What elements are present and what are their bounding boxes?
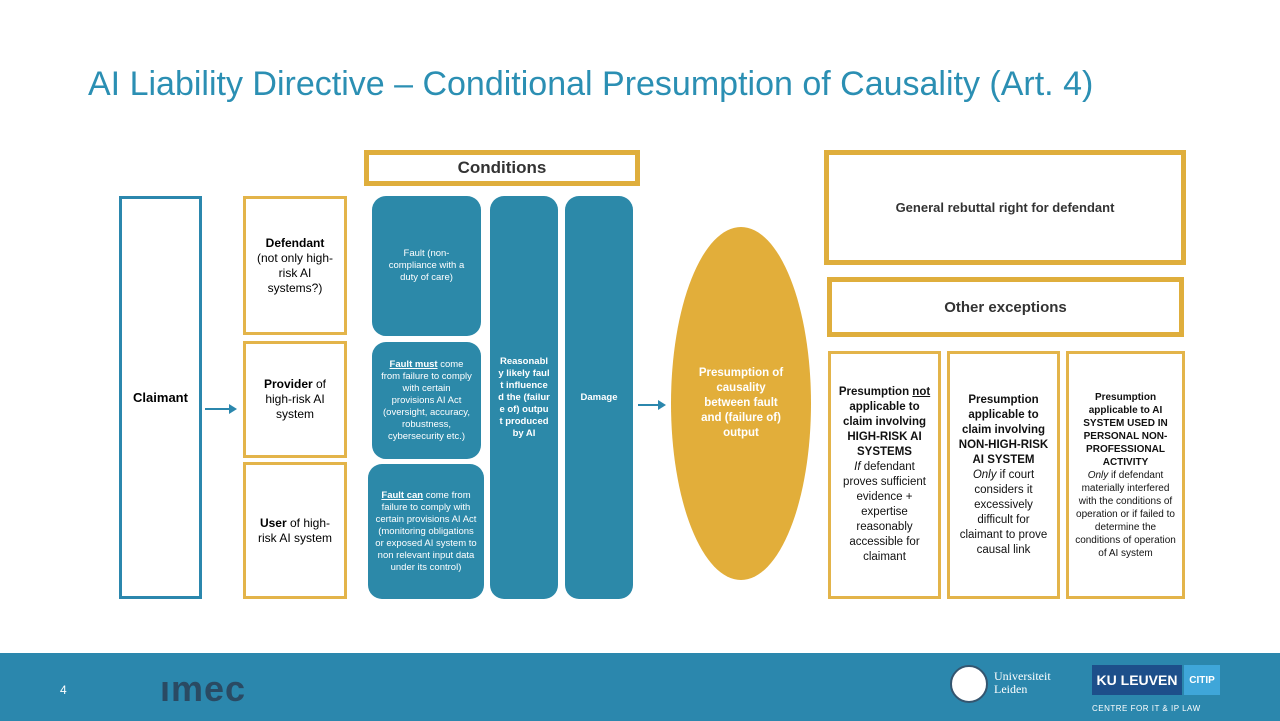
exception-3-head: Presumption applicable to AI SYSTEM USED…	[1083, 391, 1168, 468]
footer-bar	[0, 653, 1280, 721]
conditions-header-label: Conditions	[457, 158, 547, 177]
claimant-label: Claimant	[133, 390, 188, 405]
rebuttal-box: General rebuttal right for defendant	[824, 150, 1186, 265]
kuleuven-label: KU LEUVEN	[1096, 672, 1178, 688]
exception-personal-use: Presumption applicable to AI SYSTEM USED…	[1066, 351, 1185, 599]
provider-label: Provider	[263, 377, 313, 391]
defendant-box: Defendant (not only high-risk AI systems…	[243, 196, 347, 335]
presumption-label: Presumption of causality between fault a…	[698, 367, 784, 439]
fault-box: Fault (non-compliance with a duty of car…	[372, 196, 481, 336]
conditions-header: Conditions	[364, 150, 640, 186]
damage-box: Damage	[565, 196, 633, 599]
other-exceptions-label: Other exceptions	[944, 298, 1067, 316]
user-label: User	[259, 515, 287, 530]
leiden-line2: Leiden	[994, 682, 1028, 696]
imec-logo: ımec	[160, 668, 247, 709]
exception-3-cond-em: Only	[1087, 469, 1109, 481]
causal-link-label: Reasonably likely fault influenced the (…	[498, 355, 550, 439]
arrow-head-1	[229, 404, 237, 414]
exception-1-cond-em: If	[854, 461, 861, 473]
exception-2-cond-rest: if court considers it excessively diffic…	[959, 468, 1048, 556]
exception-1-cond-rest: defendant proves sufficient evidence + e…	[843, 461, 926, 563]
causal-link-box: Reasonably likely fault influenced the (…	[490, 196, 558, 599]
exception-1-head-not: not	[912, 386, 931, 398]
presumption-ellipse: Presumption of causality between fault a…	[671, 227, 811, 580]
leiden-logo-text: Universiteit Leiden	[994, 670, 1051, 696]
arrow-damage-presumption	[638, 404, 658, 406]
fault-can-detail: come from failure to comply with certain…	[375, 489, 477, 573]
arrow-head-2	[658, 400, 666, 410]
leiden-line1: Universiteit	[994, 669, 1051, 683]
leiden-seal-icon	[950, 665, 988, 703]
provider-detail: of high-risk AI system	[265, 377, 327, 421]
defendant-detail: (not only high-risk AI systems?)	[256, 250, 334, 295]
exception-3-cond-rest: if defendant materially interfered with …	[1075, 469, 1176, 559]
fault-can-lead: Fault can	[381, 489, 424, 501]
other-exceptions-box: Other exceptions	[827, 277, 1184, 337]
citip-logo: CITIP	[1184, 665, 1220, 695]
kuleuven-logo: KU LEUVEN	[1092, 665, 1182, 695]
fault-label: Fault (non-compliance with a duty of car…	[388, 248, 465, 283]
exception-1-head-pre: Presumption	[838, 386, 913, 398]
damage-label: Damage	[580, 391, 618, 403]
exception-1-head-post: applicable to claim involving HIGH-RISK …	[842, 401, 927, 458]
exception-high-risk: Presumption not applicable to claim invo…	[828, 351, 941, 599]
page-number: 4	[60, 683, 67, 697]
page-title: AI Liability Directive – Conditional Pre…	[88, 65, 1094, 103]
fault-can-box: Fault can come from failure to comply wi…	[368, 464, 484, 599]
arrow-claimant-parties	[205, 408, 229, 410]
rebuttal-label: General rebuttal right for defendant	[895, 200, 1115, 215]
exception-2-head: Presumption applicable to claim involvin…	[958, 393, 1049, 466]
citip-label: CITIP	[1189, 674, 1215, 686]
exception-2-cond-em: Only	[972, 468, 997, 481]
claimant-box: Claimant	[119, 196, 202, 599]
citip-subtitle: CENTRE FOR IT & IP LAW	[1092, 704, 1201, 713]
fault-must-box: Fault must come from failure to comply w…	[372, 342, 481, 459]
exception-non-high-risk: Presumption applicable to claim involvin…	[947, 351, 1060, 599]
provider-box: Provider of high-risk AI system	[243, 341, 347, 458]
fault-must-detail: come from failure to comply with certain…	[381, 358, 472, 442]
fault-must-lead: Fault must	[389, 358, 438, 370]
user-box: User of high-risk AI system	[243, 462, 347, 599]
user-detail: of high-risk AI system	[257, 515, 332, 545]
defendant-label: Defendant	[265, 235, 325, 250]
